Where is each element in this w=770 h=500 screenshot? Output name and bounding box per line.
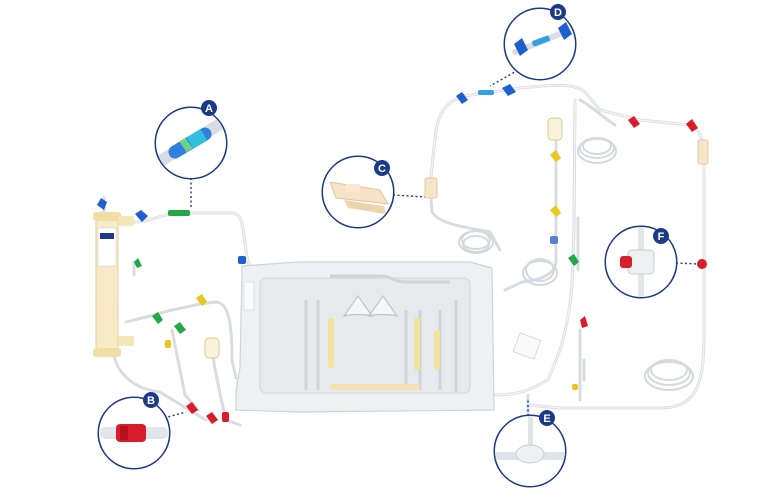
callout-c-badge [374,160,390,176]
cassette-plate [235,261,495,413]
callout-e: E [493,410,567,488]
callout-f-badge [653,228,669,244]
callout-a: A [154,100,228,180]
callout-d: D [503,4,577,81]
filter-cartridge [93,212,134,357]
callout-c-letter: C [378,163,386,175]
callout-e-letter: E [543,413,550,425]
callout-f-letter: F [658,231,665,243]
callout-b-badge [143,392,159,408]
pinch-clamps [97,84,707,424]
callout-c: C [321,155,395,229]
tubing-coils [458,137,694,391]
callout-a-badge [201,100,217,116]
drip-chambers [204,117,709,360]
callout-f: F [604,225,678,299]
callout-b: B [97,392,171,470]
callout-d-badge [550,4,566,20]
callout-e-badge [539,410,555,426]
callout-a-letter: A [205,103,213,115]
callout-d-letter: D [554,7,562,19]
callout-b-letter: B [147,395,155,407]
